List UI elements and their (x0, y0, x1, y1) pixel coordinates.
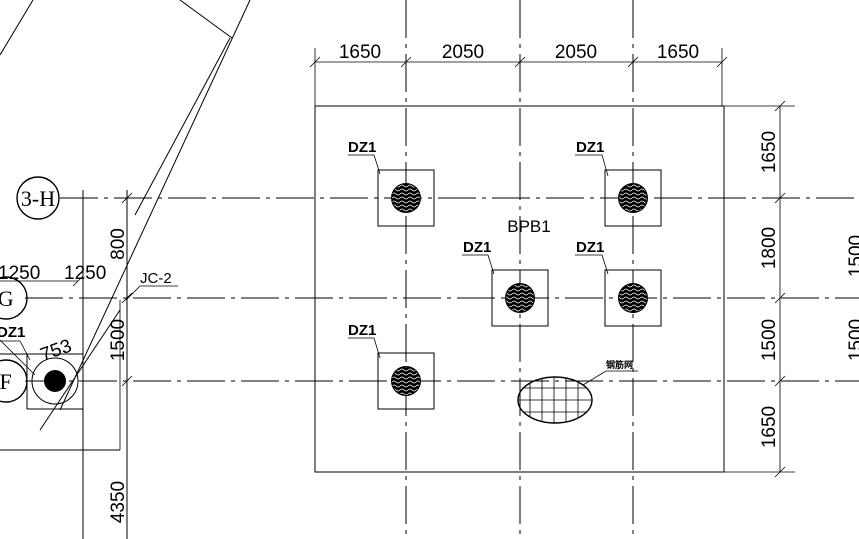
right-dim-4: 1650 (759, 406, 780, 448)
top-dim-2: 2050 (442, 42, 484, 63)
left-detail: 1250 1250 800 1500 4350 753 JC-2 DZ1 (0, 0, 251, 539)
column-dz1-5: DZ1 (348, 322, 435, 410)
column-label-4: DZ1 (576, 239, 604, 256)
column-dz1-1: DZ1 (348, 139, 435, 227)
far-right-dimensions: 1500 1500 (846, 235, 859, 361)
axis-bubble-g: -G (0, 276, 28, 320)
left-dim-v-1: 800 (108, 228, 129, 260)
top-dim-1: 1650 (339, 42, 381, 63)
rebar-mesh-label: 钢筋网 (606, 359, 633, 371)
right-dim-3: 1500 (759, 319, 780, 361)
axis-bubble-3-h: 3-H (16, 176, 60, 220)
left-dim-h-1: 1250 (0, 263, 40, 284)
top-dim-3: 2050 (555, 42, 597, 63)
rebar-mesh: 钢筋网 (517, 359, 638, 424)
left-dim-h-2: 1250 (64, 263, 106, 284)
column-label-2: DZ1 (576, 139, 604, 156)
column-dz1-4: DZ1 (575, 239, 662, 327)
column-label-1: DZ1 (348, 139, 376, 156)
grid-axes (25, 0, 859, 539)
column-label-3: DZ1 (463, 239, 491, 256)
right-dim-2: 1800 (759, 227, 780, 269)
axis-bubble-h-label: 3-H (21, 186, 55, 211)
top-dimension-chain: 1650 2050 2050 1650 (309, 42, 728, 106)
slab-outline (314, 105, 725, 473)
right-dim-1: 1650 (759, 131, 780, 173)
top-dim-4: 1650 (657, 42, 699, 63)
far-right-dim-2: 1500 (846, 319, 859, 361)
left-dim-diagonal: 753 (38, 336, 75, 367)
axis-bubble-f: -F (0, 359, 28, 403)
slab-label: BPB1 (507, 217, 550, 236)
foundation-label: JC-2 (140, 270, 172, 287)
column-dz1-3: DZ1 (462, 239, 549, 327)
left-dim-v-3: 4350 (108, 481, 129, 523)
axis-bubble-f-label: -F (0, 369, 12, 394)
far-right-dim-1: 1500 (846, 235, 859, 277)
column-label-6: DZ1 (0, 324, 25, 341)
axis-bubble-g-label: -G (0, 286, 14, 311)
column-label-5: DZ1 (348, 322, 376, 339)
left-dim-v-2: 1500 (108, 319, 129, 361)
right-dimension-chain: 1650 1800 1500 1650 (724, 100, 795, 478)
column-dz1-2: DZ1 (575, 139, 662, 227)
